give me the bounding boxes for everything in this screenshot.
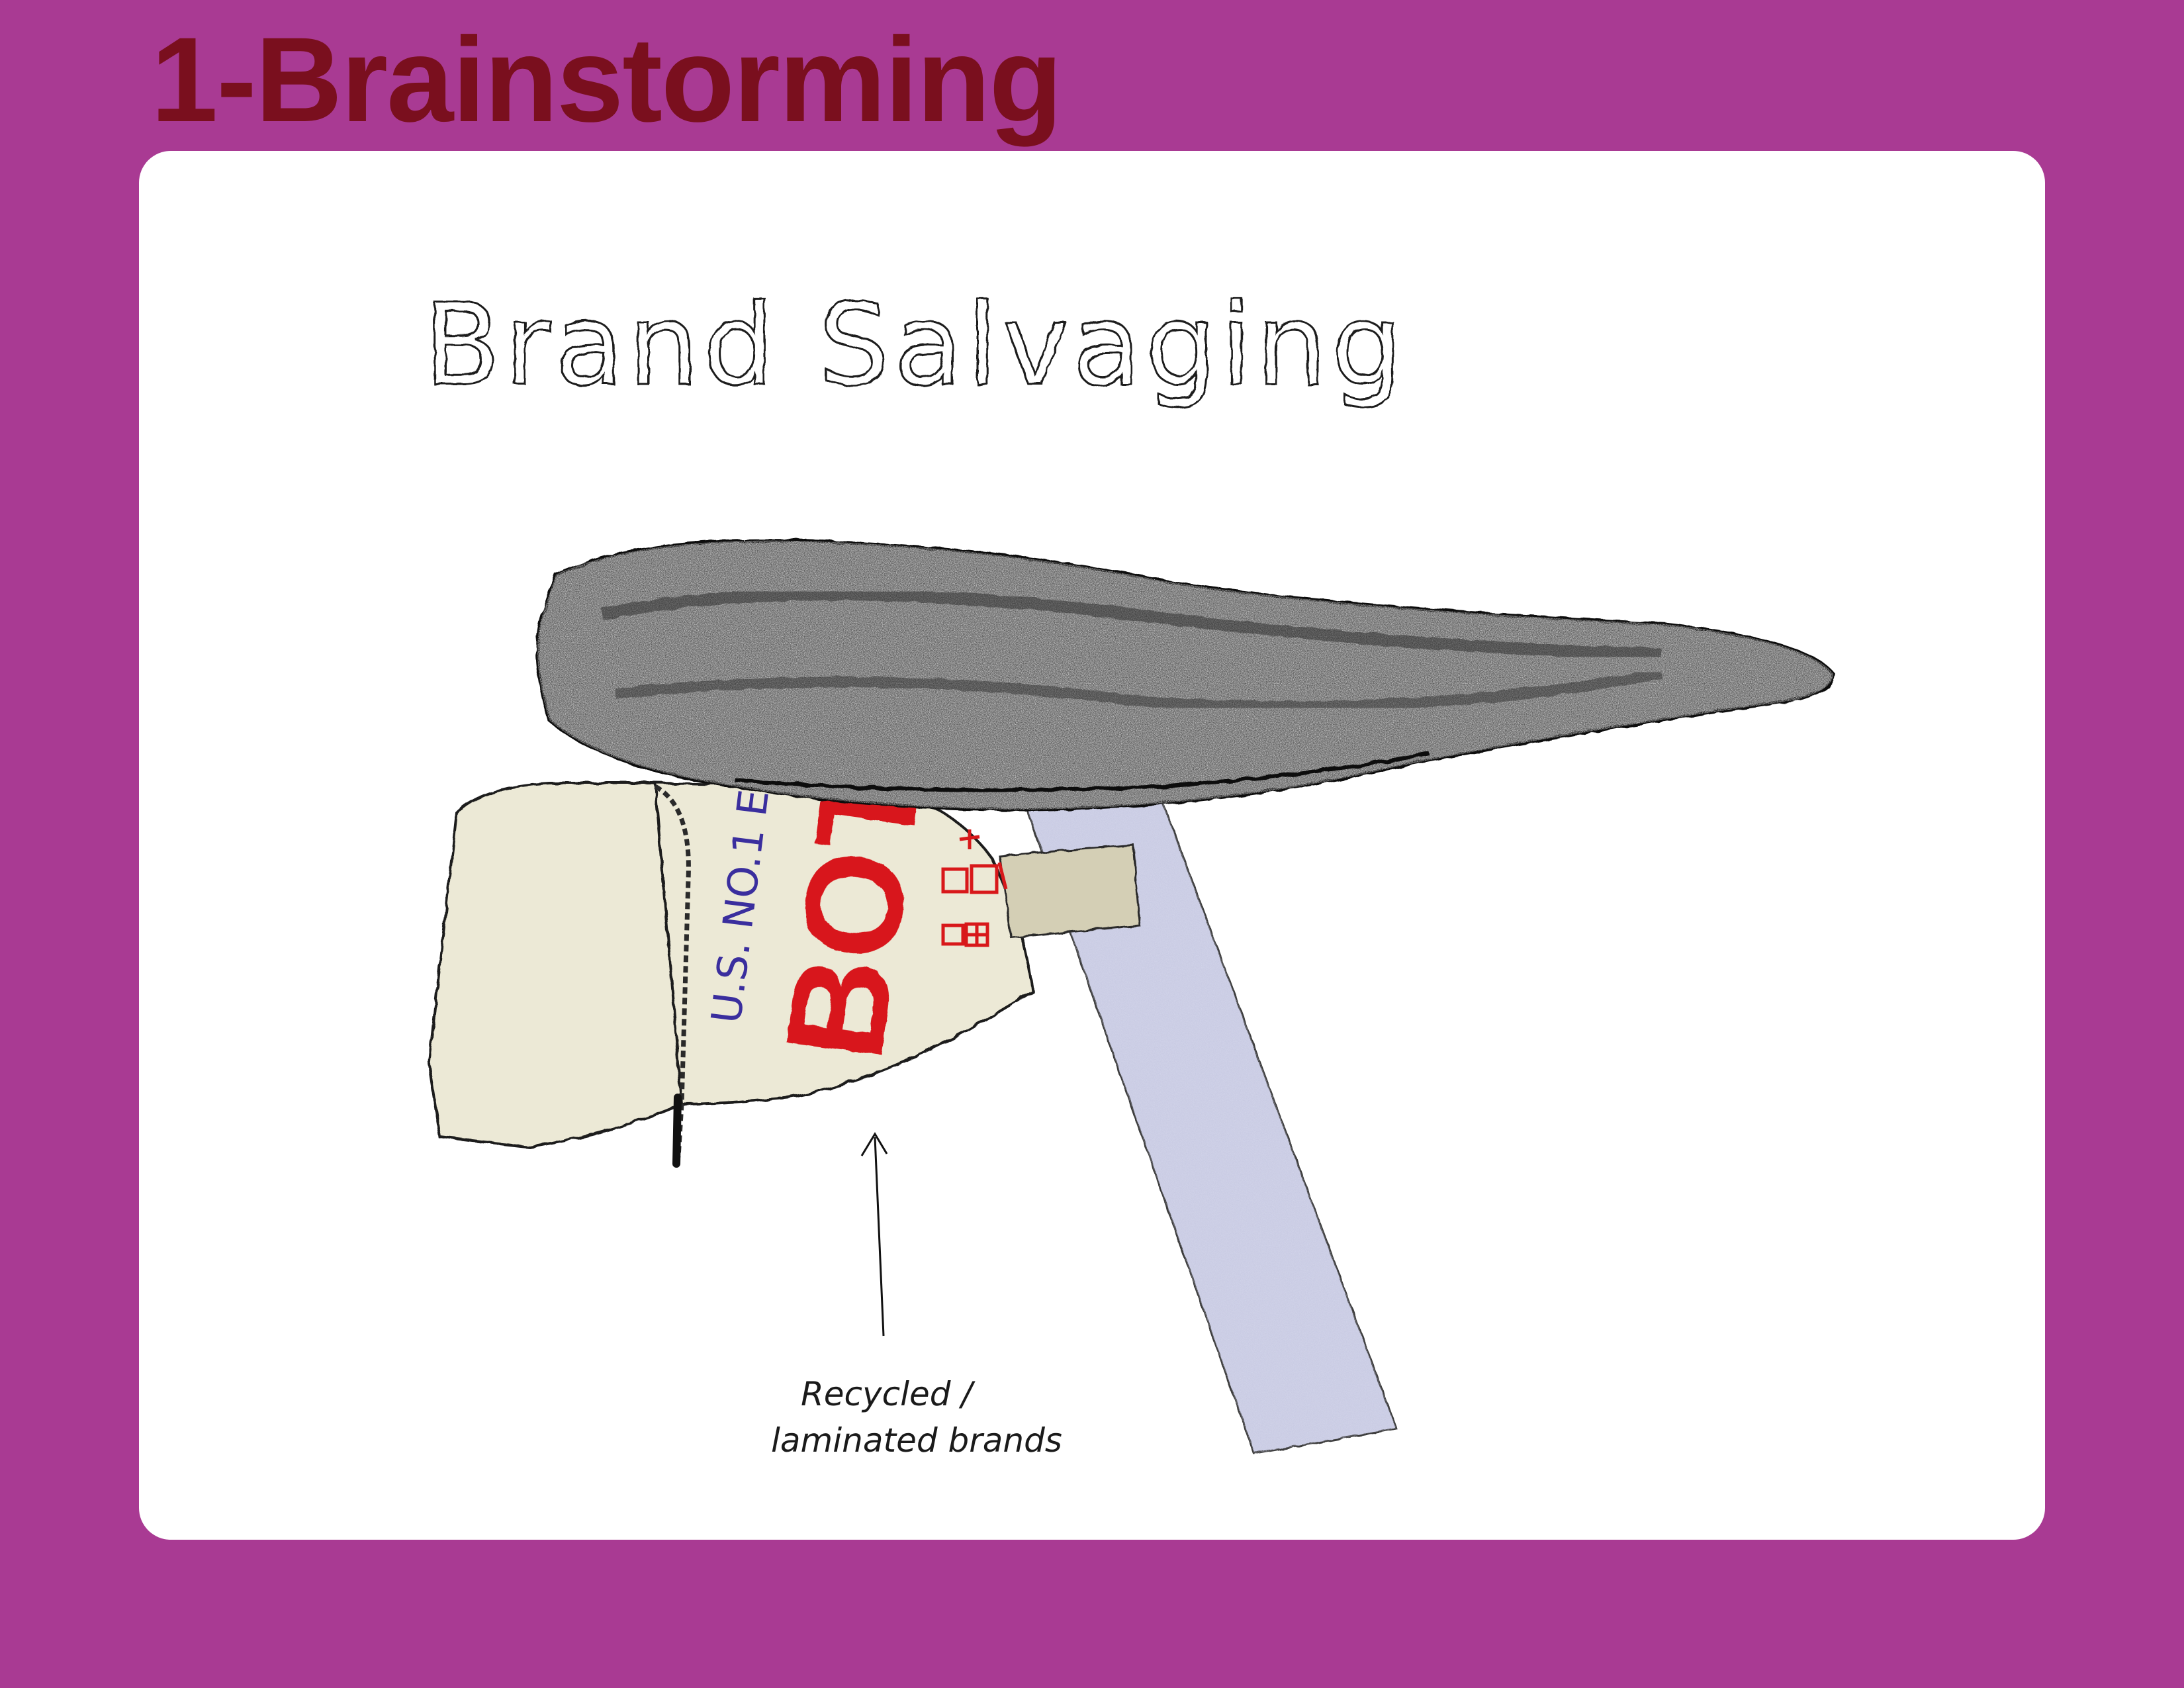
sketch-canvas: Brand Salvaging U.S. NO.1 EX BOT: [423, 279, 1835, 1460]
sketch-heading: Brand Salvaging: [424, 280, 1406, 411]
annotation-line-1: Recycled /: [801, 1375, 976, 1413]
page-title: 1-Brainstorming: [151, 12, 1063, 147]
annotation-line-2: laminated brands: [771, 1421, 1062, 1460]
arrow-up-icon: [860, 1132, 888, 1336]
red-glyphs: [941, 829, 1008, 947]
saddle-drawing: [535, 539, 1835, 812]
sketch-card: Brand Salvaging U.S. NO.1 EX BOT: [139, 151, 2045, 1540]
saddle-bag-drawing: U.S. NO.1 EX BOT: [427, 757, 1141, 1168]
